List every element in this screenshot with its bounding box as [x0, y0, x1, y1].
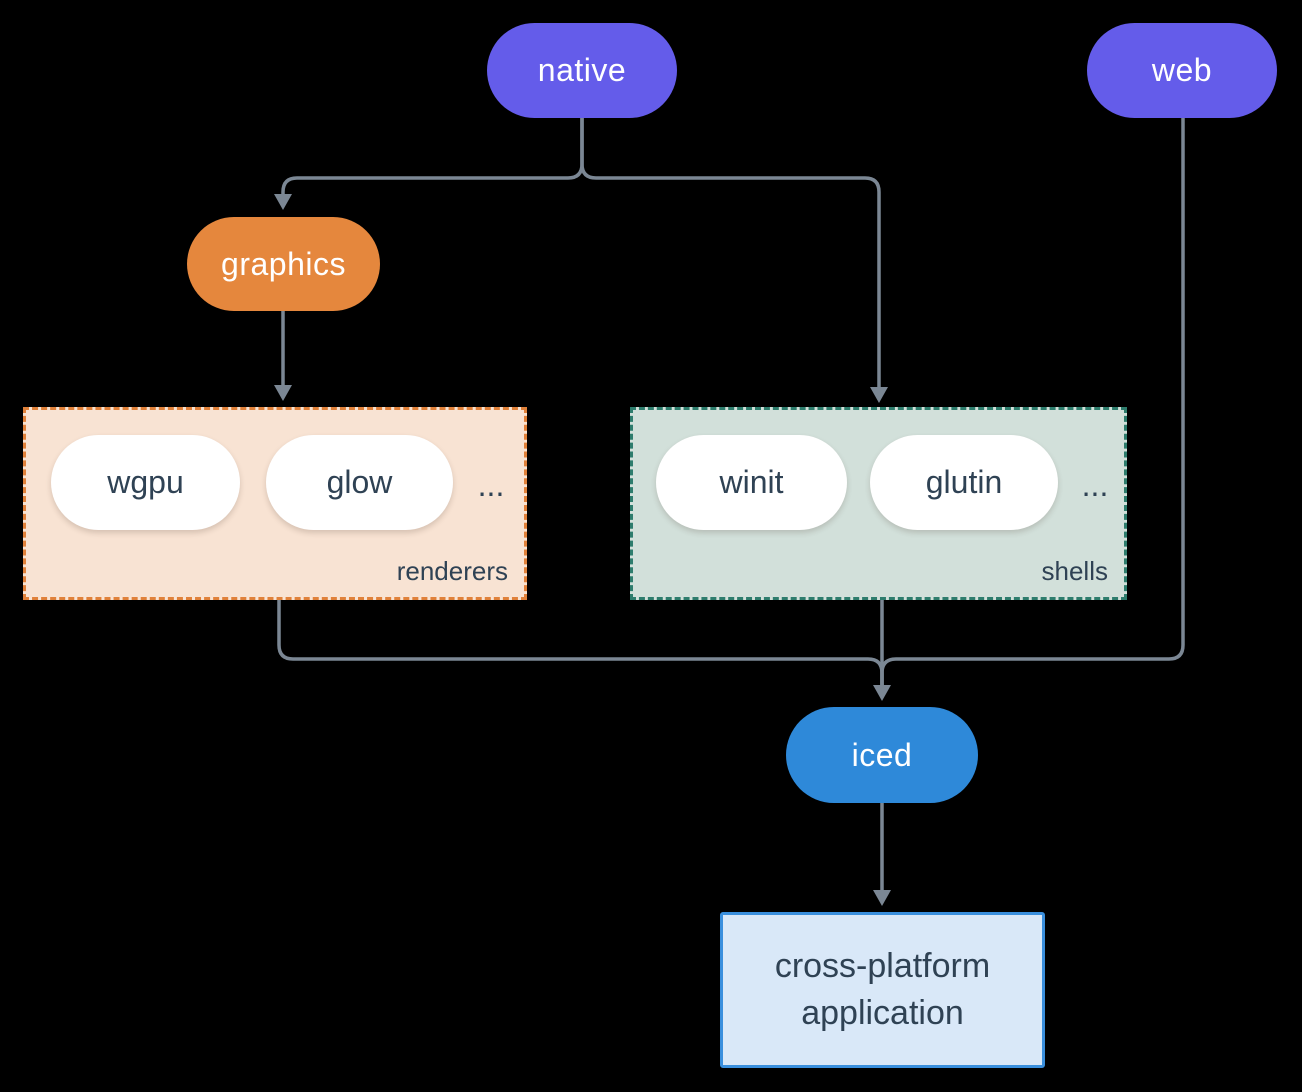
application-label-line1: cross-platform [774, 947, 991, 985]
node-wgpu: wgpu [51, 435, 240, 530]
edge-web-iced [880, 118, 1185, 685]
shells-ellipsis: ... [1081, 467, 1109, 503]
renderers-group-label: renderers [396, 556, 508, 586]
node-glutin: glutin [870, 435, 1058, 530]
arrowhead-renderers-icon [274, 385, 292, 401]
node-native: native [487, 23, 677, 118]
arrowhead-iced-icon [873, 685, 891, 701]
arrowhead-application-icon [873, 890, 891, 906]
arrowhead-shells-icon [870, 387, 888, 403]
group-shells: winit glutin ... shells [630, 407, 1127, 600]
node-winit: winit [656, 435, 847, 530]
node-glow: glow [266, 435, 453, 530]
node-iced: iced [786, 707, 978, 803]
edge-native-graphics [281, 118, 584, 194]
node-web: web [1087, 23, 1277, 118]
arrowhead-graphics-icon [274, 194, 292, 210]
group-renderers: wgpu glow ... renderers [23, 407, 527, 600]
node-application: cross-platform application [720, 912, 1045, 1068]
edge-native-shells [580, 118, 881, 387]
renderers-ellipsis: ... [477, 467, 505, 503]
shells-group-label: shells [1041, 556, 1108, 586]
node-graphics: graphics [187, 217, 380, 311]
edge-renderers-iced [277, 600, 884, 685]
application-label-line2: application [801, 994, 964, 1032]
